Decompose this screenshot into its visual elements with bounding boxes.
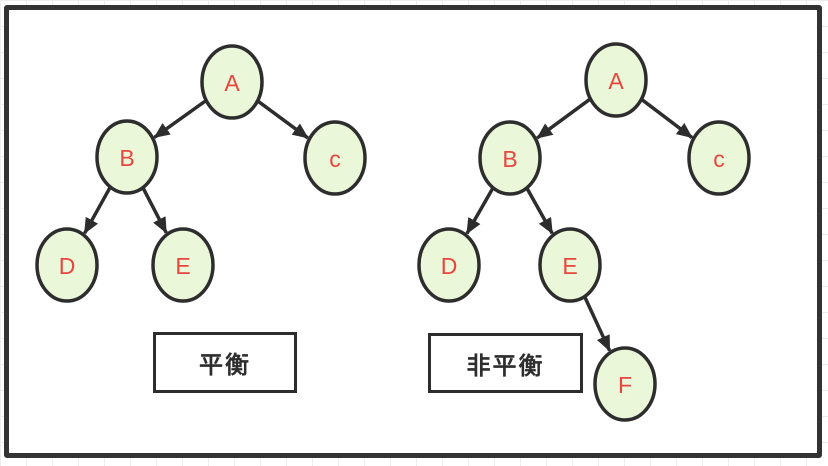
- tree-node-D: [417, 227, 481, 303]
- tree-node-label-A: A: [608, 68, 624, 94]
- tree-edge-A-B: [153, 99, 207, 139]
- tree-node-A: [200, 44, 264, 120]
- tree-edge-A-B: [536, 98, 591, 140]
- tree-edge-A-c: [257, 100, 309, 140]
- caption-balanced: 平衡: [153, 332, 297, 393]
- tree-node-label-c: c: [713, 146, 725, 172]
- tree-node-label-E: E: [562, 253, 577, 279]
- tree-node-label-F: F: [618, 372, 632, 398]
- tree-edge-E-F: [583, 296, 612, 352]
- tree-node-label-E: E: [175, 253, 190, 279]
- tree-node-label-B: B: [502, 146, 517, 172]
- caption-unbalanced: 非平衡: [428, 333, 583, 393]
- tree-node-label-c: c: [329, 146, 341, 172]
- tree-edge-A-c: [641, 98, 694, 139]
- tree-node-label-B: B: [119, 145, 134, 171]
- tree-node-D: [35, 227, 99, 303]
- tree-node-label-D: D: [441, 253, 458, 279]
- tree-node-B: [478, 120, 542, 196]
- tree-node-label-D: D: [59, 253, 76, 279]
- diagram-frame: [4, 5, 822, 458]
- tree-node-B: [95, 119, 159, 195]
- tree-edge-B-D: [465, 187, 495, 235]
- tree-node-F: [593, 346, 657, 422]
- tree-edge-B-D: [83, 186, 112, 235]
- tree-edge-B-E: [141, 187, 168, 234]
- tree-node-A: [584, 42, 648, 118]
- tree-node-label-A: A: [224, 70, 240, 96]
- tree-node-c: [687, 120, 751, 196]
- tree-edge-B-E: [525, 187, 554, 235]
- tree-node-E: [151, 227, 215, 303]
- tree-node-c: [303, 120, 367, 196]
- caption-balanced-text: 平衡: [199, 352, 251, 379]
- tree-node-E: [538, 227, 602, 303]
- caption-unbalanced-text: 非平衡: [466, 352, 545, 380]
